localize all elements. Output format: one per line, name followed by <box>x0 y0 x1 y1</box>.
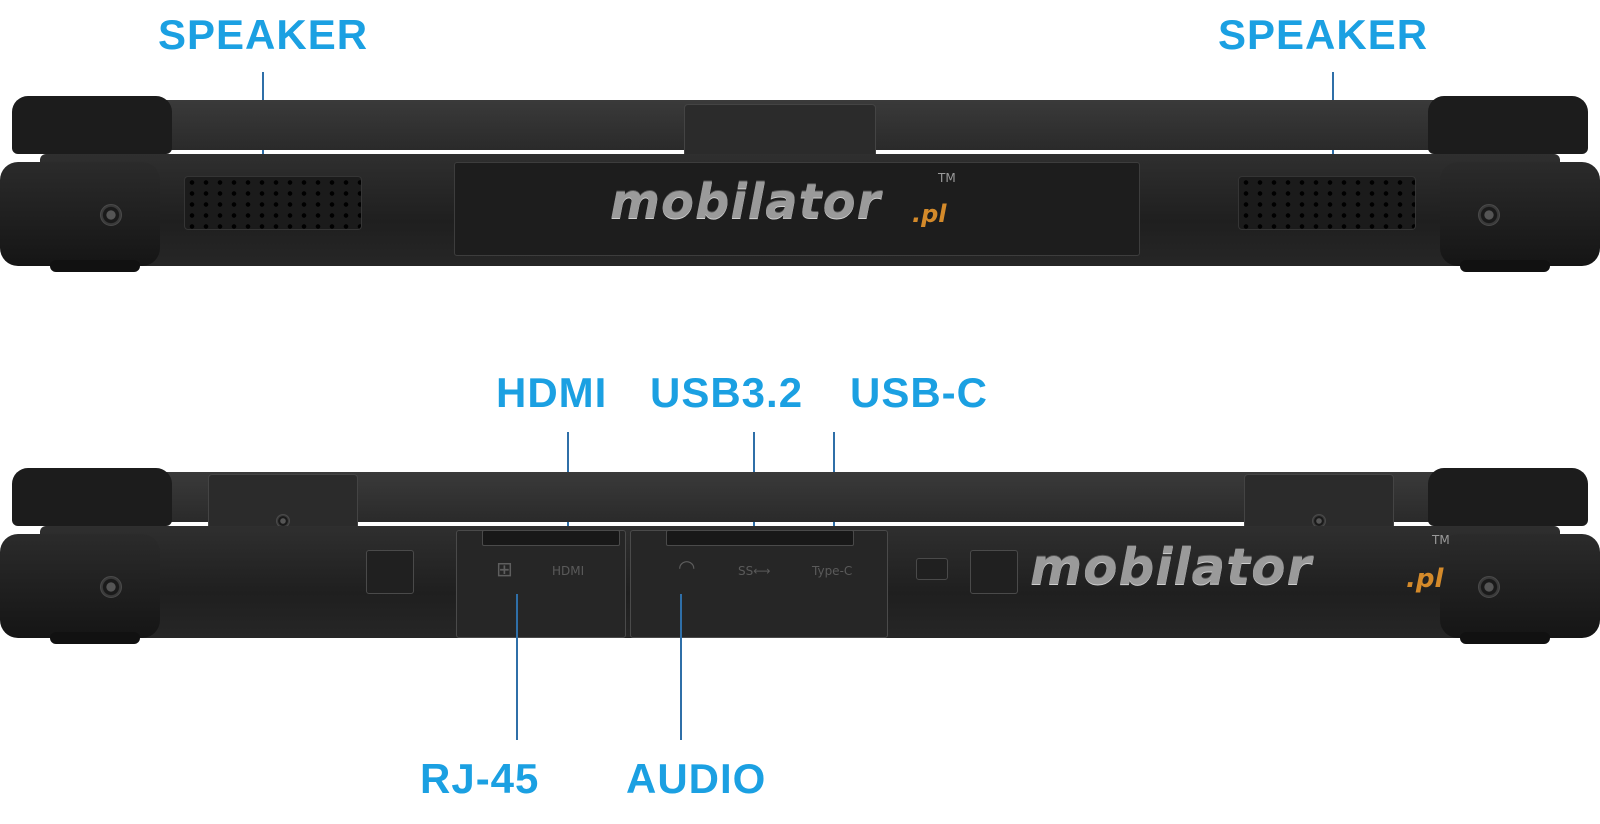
audio-leader <box>680 594 682 740</box>
usbc-port-mark: Type-C <box>812 564 853 578</box>
usb32-port-mark: SS⟷ <box>738 564 771 578</box>
rj45-label: RJ-45 <box>420 755 540 802</box>
screw-icon <box>1478 576 1500 598</box>
screw-icon <box>100 576 122 598</box>
headphone-icon: ◠ <box>678 557 696 579</box>
rj45-leader <box>516 594 518 740</box>
center-panel <box>454 162 1140 256</box>
foot-left <box>50 260 140 272</box>
hdmi-label: HDMI <box>496 369 608 416</box>
speaker-left-label: SPEAKER <box>158 11 369 58</box>
lid-bumper-right <box>1428 468 1588 526</box>
hdmi-port-mark: HDMI <box>552 564 585 578</box>
latch <box>684 104 876 160</box>
laptop-front-view: mobilator .pl TM <box>0 90 1600 280</box>
base-bumper-right <box>1440 162 1600 266</box>
base-bumper-left <box>0 534 160 638</box>
speaker-right-label: SPEAKER <box>1218 11 1429 58</box>
speaker-grille-right <box>1238 176 1416 230</box>
brand-logo: mobilator <box>1030 538 1313 596</box>
usbc-label: USB-C <box>850 369 988 416</box>
brand-logo-tld: .pl <box>1406 564 1444 594</box>
lid-bumper-right <box>1428 96 1588 154</box>
vent-cover <box>970 550 1018 594</box>
port-cover-hdmi-rj45[interactable] <box>456 530 626 638</box>
screw-icon <box>1478 204 1500 226</box>
laptop-rear-view: ⊞ HDMI ◠ SS⟷ Type-C mobilator .pl TM <box>0 462 1600 652</box>
lid-bumper-left <box>12 468 172 526</box>
network-port-icon: ⊞ <box>496 559 513 581</box>
foot-right <box>1460 260 1550 272</box>
port-cover-tab[interactable] <box>482 530 620 546</box>
usb32-label: USB3.2 <box>650 369 804 416</box>
audio-label: AUDIO <box>626 755 767 802</box>
base-bumper-right <box>1440 534 1600 638</box>
screw-icon <box>100 204 122 226</box>
foot-left <box>50 632 140 644</box>
brand-logo-tm: TM <box>938 171 956 185</box>
lid-bumper-left <box>12 96 172 154</box>
speaker-grille-left <box>184 176 362 230</box>
dc-in-cover[interactable] <box>916 558 948 580</box>
port-cover-tab[interactable] <box>666 530 854 546</box>
port-cover-usb-audio[interactable] <box>630 530 888 638</box>
brand-logo: mobilator <box>610 174 882 230</box>
base-bumper-left <box>0 162 160 266</box>
brand-logo-tld: .pl <box>912 200 947 228</box>
foot-right <box>1460 632 1550 644</box>
kensington-lock-slot <box>366 550 414 594</box>
brand-logo-tm: TM <box>1432 533 1450 547</box>
